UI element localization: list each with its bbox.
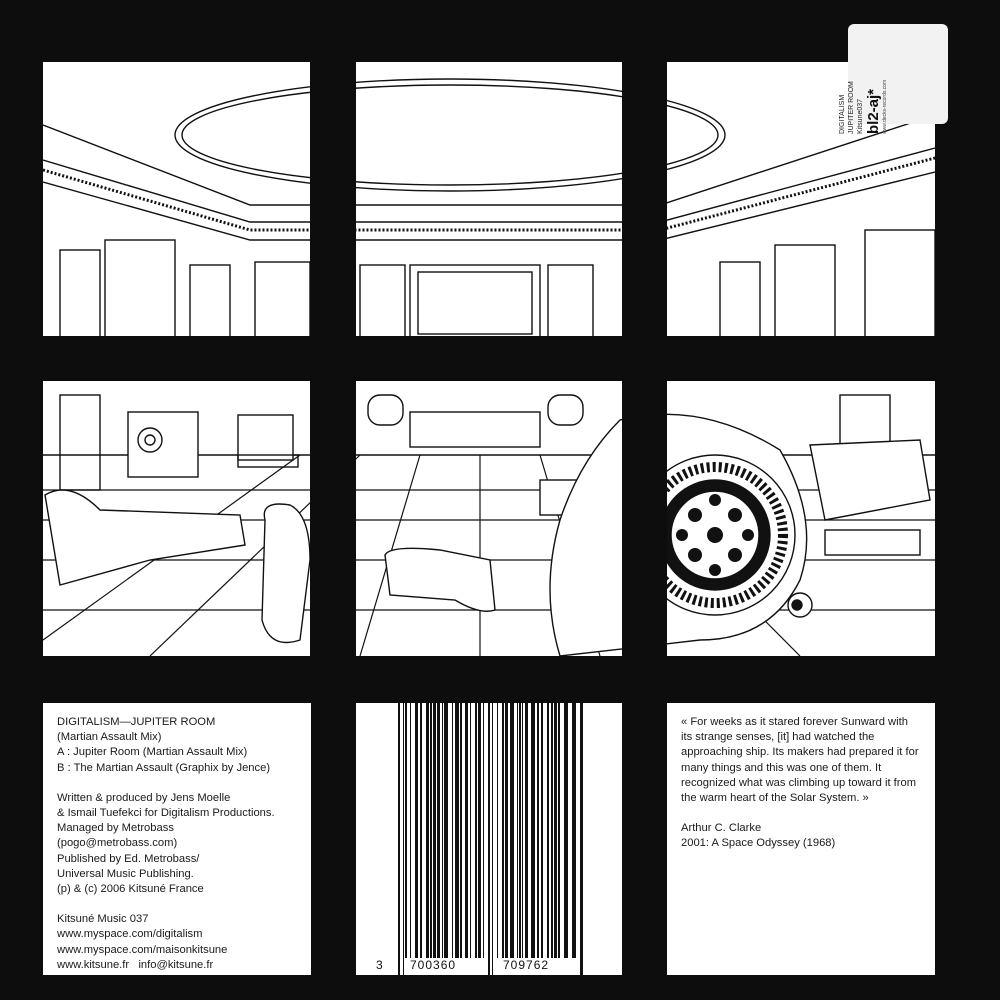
track-a: A : Jupiter Room (Martian Assault Mix) (57, 746, 248, 759)
barcode-bar (455, 703, 459, 958)
quote-panel: « For weeks as it stared forever Sunward… (667, 703, 935, 975)
link: www.kitsune.fr info@kitsune.fr (57, 958, 214, 971)
credit-line: Managed by Metrobass (pogo@metrobass.com… (57, 822, 178, 850)
barcode-bar (430, 703, 432, 958)
sticker-title: JUPITER ROOM (848, 81, 855, 134)
barcode-bar (537, 703, 539, 958)
barcode-group-2: 709762 (501, 957, 552, 973)
credits-panel: DIGITALISM—JUPITER ROOM (Martian Assault… (43, 703, 311, 975)
barcode-lead-digit: 3 (374, 957, 385, 973)
track-b: B : The Martian Assault (Graphix by Jenc… (57, 761, 271, 774)
barcode-bar (460, 703, 462, 958)
barcode-bar (410, 703, 411, 958)
barcode-bar (483, 703, 484, 958)
credit-line: Universal Music Publishing. (57, 867, 194, 880)
barcode-bar (554, 703, 557, 958)
link: www.myspace.com/digitalism (57, 928, 203, 941)
barcode-bar (505, 703, 508, 958)
credit-line: Published by Ed. Metrobass/ (57, 852, 200, 865)
barcode-bar (522, 703, 523, 958)
barcode-bar (517, 703, 518, 958)
barcode-bar (405, 703, 407, 958)
barcode-bar (502, 703, 504, 958)
credit-line: (p) & (c) 2006 Kitsuné France (57, 883, 204, 896)
barcode-bar (488, 703, 490, 975)
sticker-url: www.decks-records.com (882, 79, 888, 134)
quote-author: Arthur C. Clarke (681, 822, 762, 835)
barcode-bar (572, 703, 576, 958)
barcode-bar (420, 703, 422, 958)
barcode-bar (580, 703, 583, 975)
barcode-bar (551, 703, 553, 958)
barcode-bar (475, 703, 477, 958)
barcode-group-1: 700360 (408, 957, 459, 973)
ceiling-oval (174, 78, 726, 192)
sticker-artist: DIGITALISM (839, 94, 846, 134)
barcode-bar (564, 703, 568, 958)
barcode-bar (398, 703, 400, 975)
credit-line: Written & produced by Jens Moelle (57, 791, 231, 804)
barcode-bar (510, 703, 514, 958)
barcode-bar (452, 703, 453, 958)
barcode-bar (426, 703, 429, 958)
sticker-code: bl2-aj* (865, 88, 882, 134)
barcode-bar (531, 703, 535, 958)
price-sticker: DIGITALISM JUPITER ROOM Kitsune037 bl2-a… (839, 24, 948, 134)
barcode-bar (519, 703, 521, 958)
barcode-bar (547, 703, 549, 958)
credit-line: & Ismail Tuefekci for Digitalism Product… (57, 807, 275, 820)
barcode-bar (558, 703, 560, 958)
barcode-bar (478, 703, 481, 958)
release-subtitle: (Martian Assault Mix) (57, 731, 162, 744)
quote-text: « For weeks as it stared forever Sunward… (681, 716, 919, 805)
barcode-bar (444, 703, 448, 958)
barcode-bar (415, 703, 418, 958)
barcode-bar (470, 703, 471, 958)
catalog-number: Kitsuné Music 037 (57, 913, 149, 926)
barcode-bar (437, 703, 440, 958)
release-title: DIGITALISM—JUPITER ROOM (57, 716, 216, 728)
barcode-panel: 3 700360 709762 (356, 703, 622, 975)
barcode-bar (492, 703, 493, 975)
quote-source: 2001: A Space Odyssey (1968) (681, 837, 836, 850)
barcode (398, 703, 583, 975)
barcode-bar (541, 703, 543, 958)
sticker-catalog: Kitsune037 (857, 98, 864, 134)
barcode-bar (442, 703, 443, 958)
barcode-bar (497, 703, 498, 958)
barcode-bar (433, 703, 436, 958)
link: www.myspace.com/maisonkitsune (57, 943, 228, 956)
barcode-bar (403, 703, 404, 975)
barcode-bar (465, 703, 468, 958)
barcode-bar (525, 703, 528, 958)
